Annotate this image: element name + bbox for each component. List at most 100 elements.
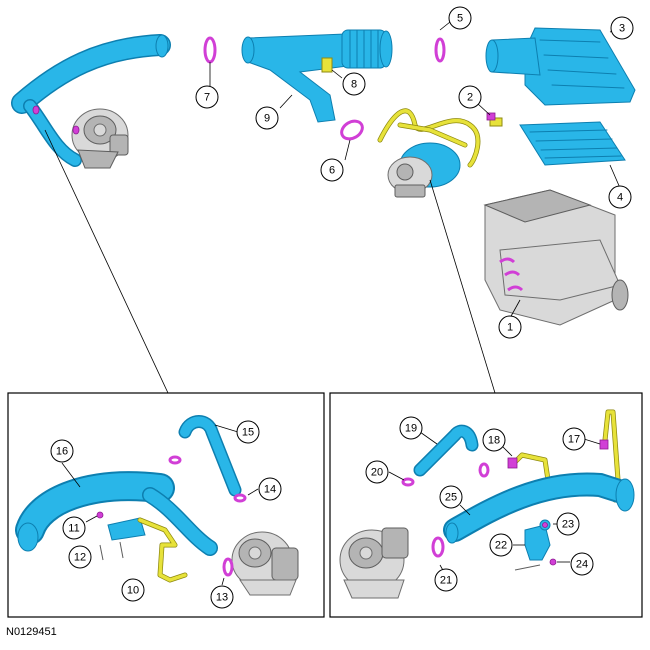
callout-number: 3: [619, 23, 625, 35]
sensor-assembly-22: [513, 519, 551, 571]
duct-15: [178, 415, 242, 497]
callout-5: 5: [448, 6, 472, 30]
callout-circle: [365, 460, 389, 484]
callout-circle: [498, 315, 522, 339]
callout-circle: [570, 552, 594, 576]
callout-circle: [255, 106, 279, 130]
callout-number: 6: [329, 165, 335, 177]
callout-number: 21: [440, 575, 452, 587]
air-cleaner-cover: [485, 27, 636, 106]
callout-circle: [556, 512, 580, 536]
clamp-small: [72, 125, 80, 135]
callout-12: 12: [68, 545, 92, 569]
fastener-11: [96, 511, 104, 519]
clamp-left-a: [168, 455, 182, 465]
air-filter-element: [519, 121, 626, 189]
clamp-21: [431, 536, 445, 558]
callout-number: 13: [216, 592, 228, 604]
callout-number: 4: [617, 192, 623, 204]
callout-circle: [439, 485, 463, 509]
clips-1: [499, 257, 524, 292]
fastener-24: [549, 558, 557, 566]
callout-15: 15: [236, 420, 260, 444]
callout-circle: [489, 533, 513, 557]
clamp-6: [340, 119, 364, 141]
callout-14: 14: [258, 477, 282, 501]
callout-circle: [50, 439, 74, 463]
callout-circle: [62, 516, 86, 540]
callout-4: 4: [608, 185, 632, 209]
callout-23: 23: [556, 512, 580, 536]
callout-number: 8: [351, 79, 357, 91]
callout-circle: [562, 427, 586, 451]
clamp-13: [222, 557, 234, 577]
callout-circle: [448, 6, 472, 30]
callout-number: 25: [445, 492, 457, 504]
intake-duct-25: [443, 472, 635, 544]
callout-25: 25: [439, 485, 463, 509]
outlet-duct-16: [15, 462, 218, 556]
callout-circle: [121, 578, 145, 602]
callout-number: 16: [56, 446, 68, 458]
callout-22: 22: [489, 533, 513, 557]
callout-number: 7: [204, 92, 210, 104]
callout-17: 17: [562, 427, 586, 451]
callout-circle: [458, 85, 482, 109]
callout-circle: [482, 428, 506, 452]
callout-circle: [68, 545, 92, 569]
turbo-vent-assembly: [377, 108, 481, 198]
air-cleaner-housing: [483, 189, 629, 326]
callout-number: 15: [242, 427, 254, 439]
callout-number: 11: [68, 523, 79, 535]
callout-number: 14: [264, 484, 276, 496]
callout-11: 11: [62, 516, 86, 540]
air-inlet-duct: [241, 29, 393, 123]
callout-6: 6: [320, 158, 344, 182]
callout-circle: [258, 477, 282, 501]
clamp-small: [32, 105, 40, 115]
callout-number: 24: [576, 559, 588, 571]
detail-leader-right: [429, 179, 496, 394]
callout-number: 9: [264, 113, 270, 125]
callout-circle: [342, 72, 366, 96]
callout-circle: [608, 185, 632, 209]
callout-circle: [434, 568, 458, 592]
clamp-right-a: [478, 462, 490, 478]
clamp-7: [203, 36, 217, 64]
callout-number: 20: [371, 467, 383, 479]
hose-18: [501, 445, 551, 483]
callout-number: 23: [562, 519, 574, 531]
callout-19: 19: [399, 416, 423, 440]
figure-id: N0129451: [6, 626, 57, 638]
sensor-8: [321, 57, 343, 79]
callout-circle: [399, 416, 423, 440]
sensor-2: [477, 103, 503, 127]
callout-circle: [195, 85, 219, 109]
callout-number: 17: [568, 434, 580, 446]
clamp-14: [233, 493, 247, 503]
callout-circle: [236, 420, 260, 444]
fastener-23: [542, 522, 548, 528]
clamp-20: [401, 477, 415, 487]
callout-1: 1: [498, 315, 522, 339]
turbocharger-left-panel: [231, 531, 299, 596]
callout-9: 9: [255, 106, 279, 130]
callout-8: 8: [342, 72, 366, 96]
callout-number: 19: [405, 423, 417, 435]
bracket-12: [99, 517, 146, 561]
duct-19: [413, 424, 479, 477]
callout-7: 7: [195, 85, 219, 109]
callout-number: 2: [467, 92, 473, 104]
callout-circle: [210, 585, 234, 609]
callout-21: 21: [434, 568, 458, 592]
callout-circle: [320, 158, 344, 182]
detail-leader-left: [44, 129, 169, 394]
turbocharger-top: [71, 108, 129, 169]
callout-labels: 1234567891011121314151617181920212223242…: [50, 6, 634, 609]
callout-24: 24: [570, 552, 594, 576]
callout-3: 3: [610, 16, 634, 40]
callout-number: 22: [495, 540, 507, 552]
callout-number: 18: [488, 435, 500, 447]
callout-13: 13: [210, 585, 234, 609]
